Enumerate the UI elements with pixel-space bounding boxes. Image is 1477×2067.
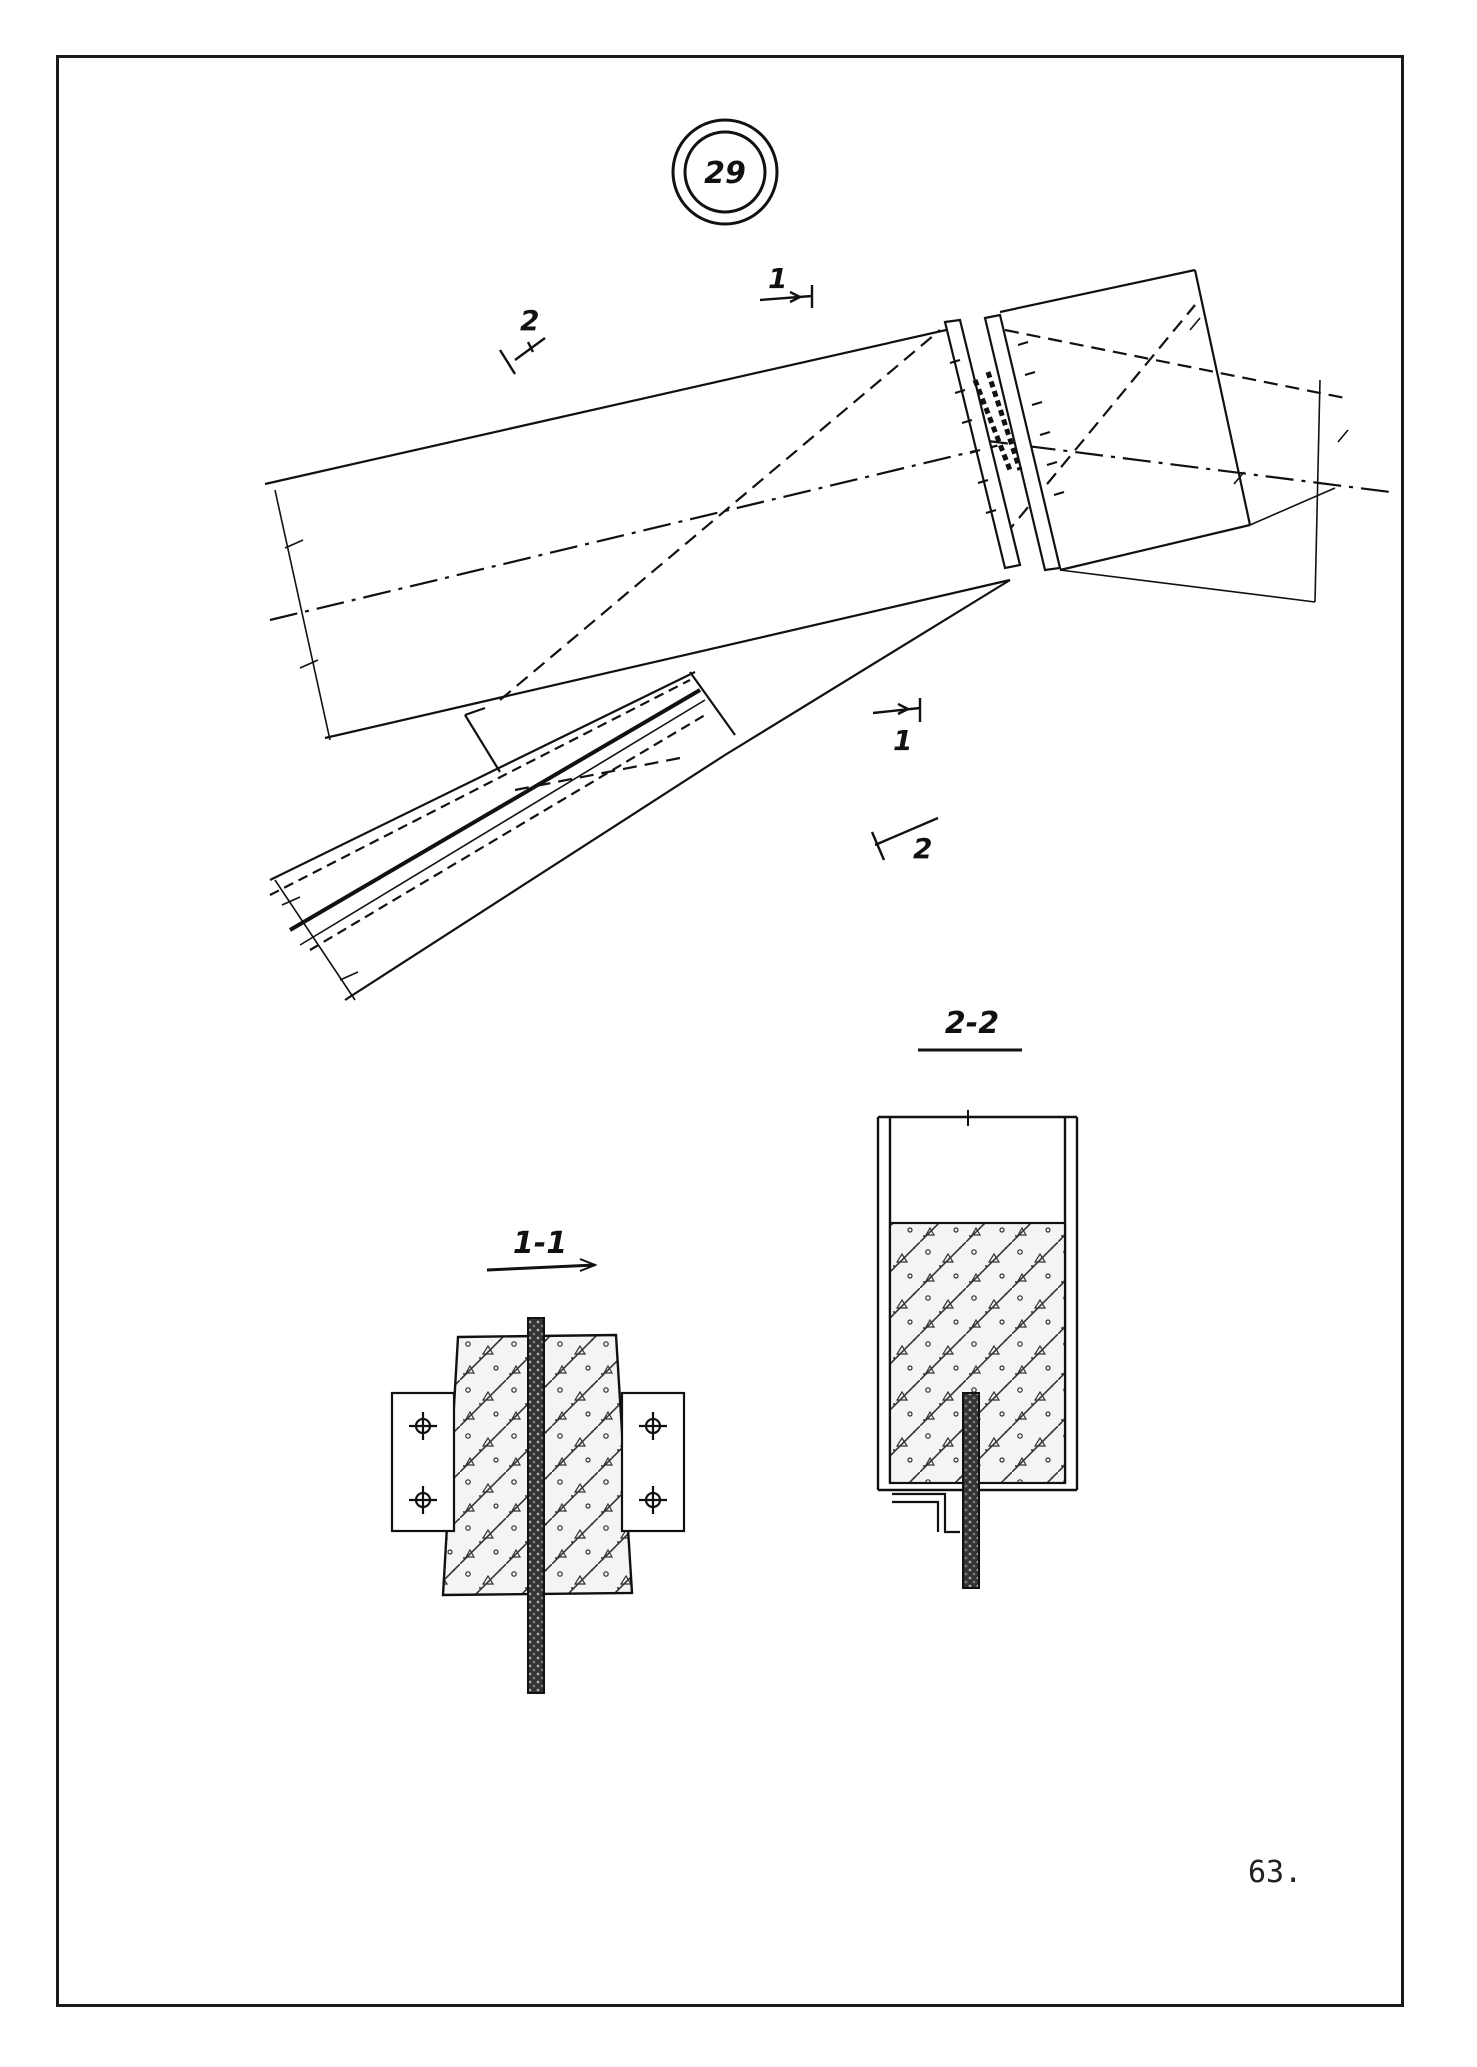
section-2-2: 2-2 — [876, 1006, 1079, 1589]
section-2-2-gusset-plate — [962, 1392, 980, 1589]
section-1-1-title: 1-1 — [513, 1226, 567, 1261]
section-mark-1-top-label: 1 — [768, 262, 787, 295]
section-1-1: 1-1 — [390, 1226, 686, 1694]
drawing-sheet-frame — [56, 55, 1404, 2007]
section-mark-2-top: 2 — [498, 304, 546, 375]
section-mark-1-bottom-label: 1 — [893, 724, 912, 757]
section-mark-1-bottom: 1 — [872, 698, 922, 757]
section-1-1-gusset-plate — [527, 1317, 545, 1694]
section-mark-2-bottom-label: 2 — [913, 832, 932, 865]
section-mark-2-top-label: 2 — [520, 304, 539, 337]
section-2-2-angle — [892, 1492, 960, 1534]
page-number: 63. — [1248, 1855, 1303, 1890]
plan-view — [264, 268, 1391, 1001]
section-mark-2-bottom: 2 — [870, 816, 939, 865]
end-plate-joint — [943, 313, 1065, 572]
detail-number-badge: 29 — [671, 118, 779, 226]
section-mark-1-top: 1 — [759, 262, 814, 308]
section-2-2-title: 2-2 — [945, 1006, 999, 1041]
badge-number: 29 — [704, 156, 746, 191]
bolt-icon — [409, 1412, 667, 1514]
inclined-beam-left — [264, 326, 1011, 741]
diagonal-strut — [269, 329, 1011, 1001]
